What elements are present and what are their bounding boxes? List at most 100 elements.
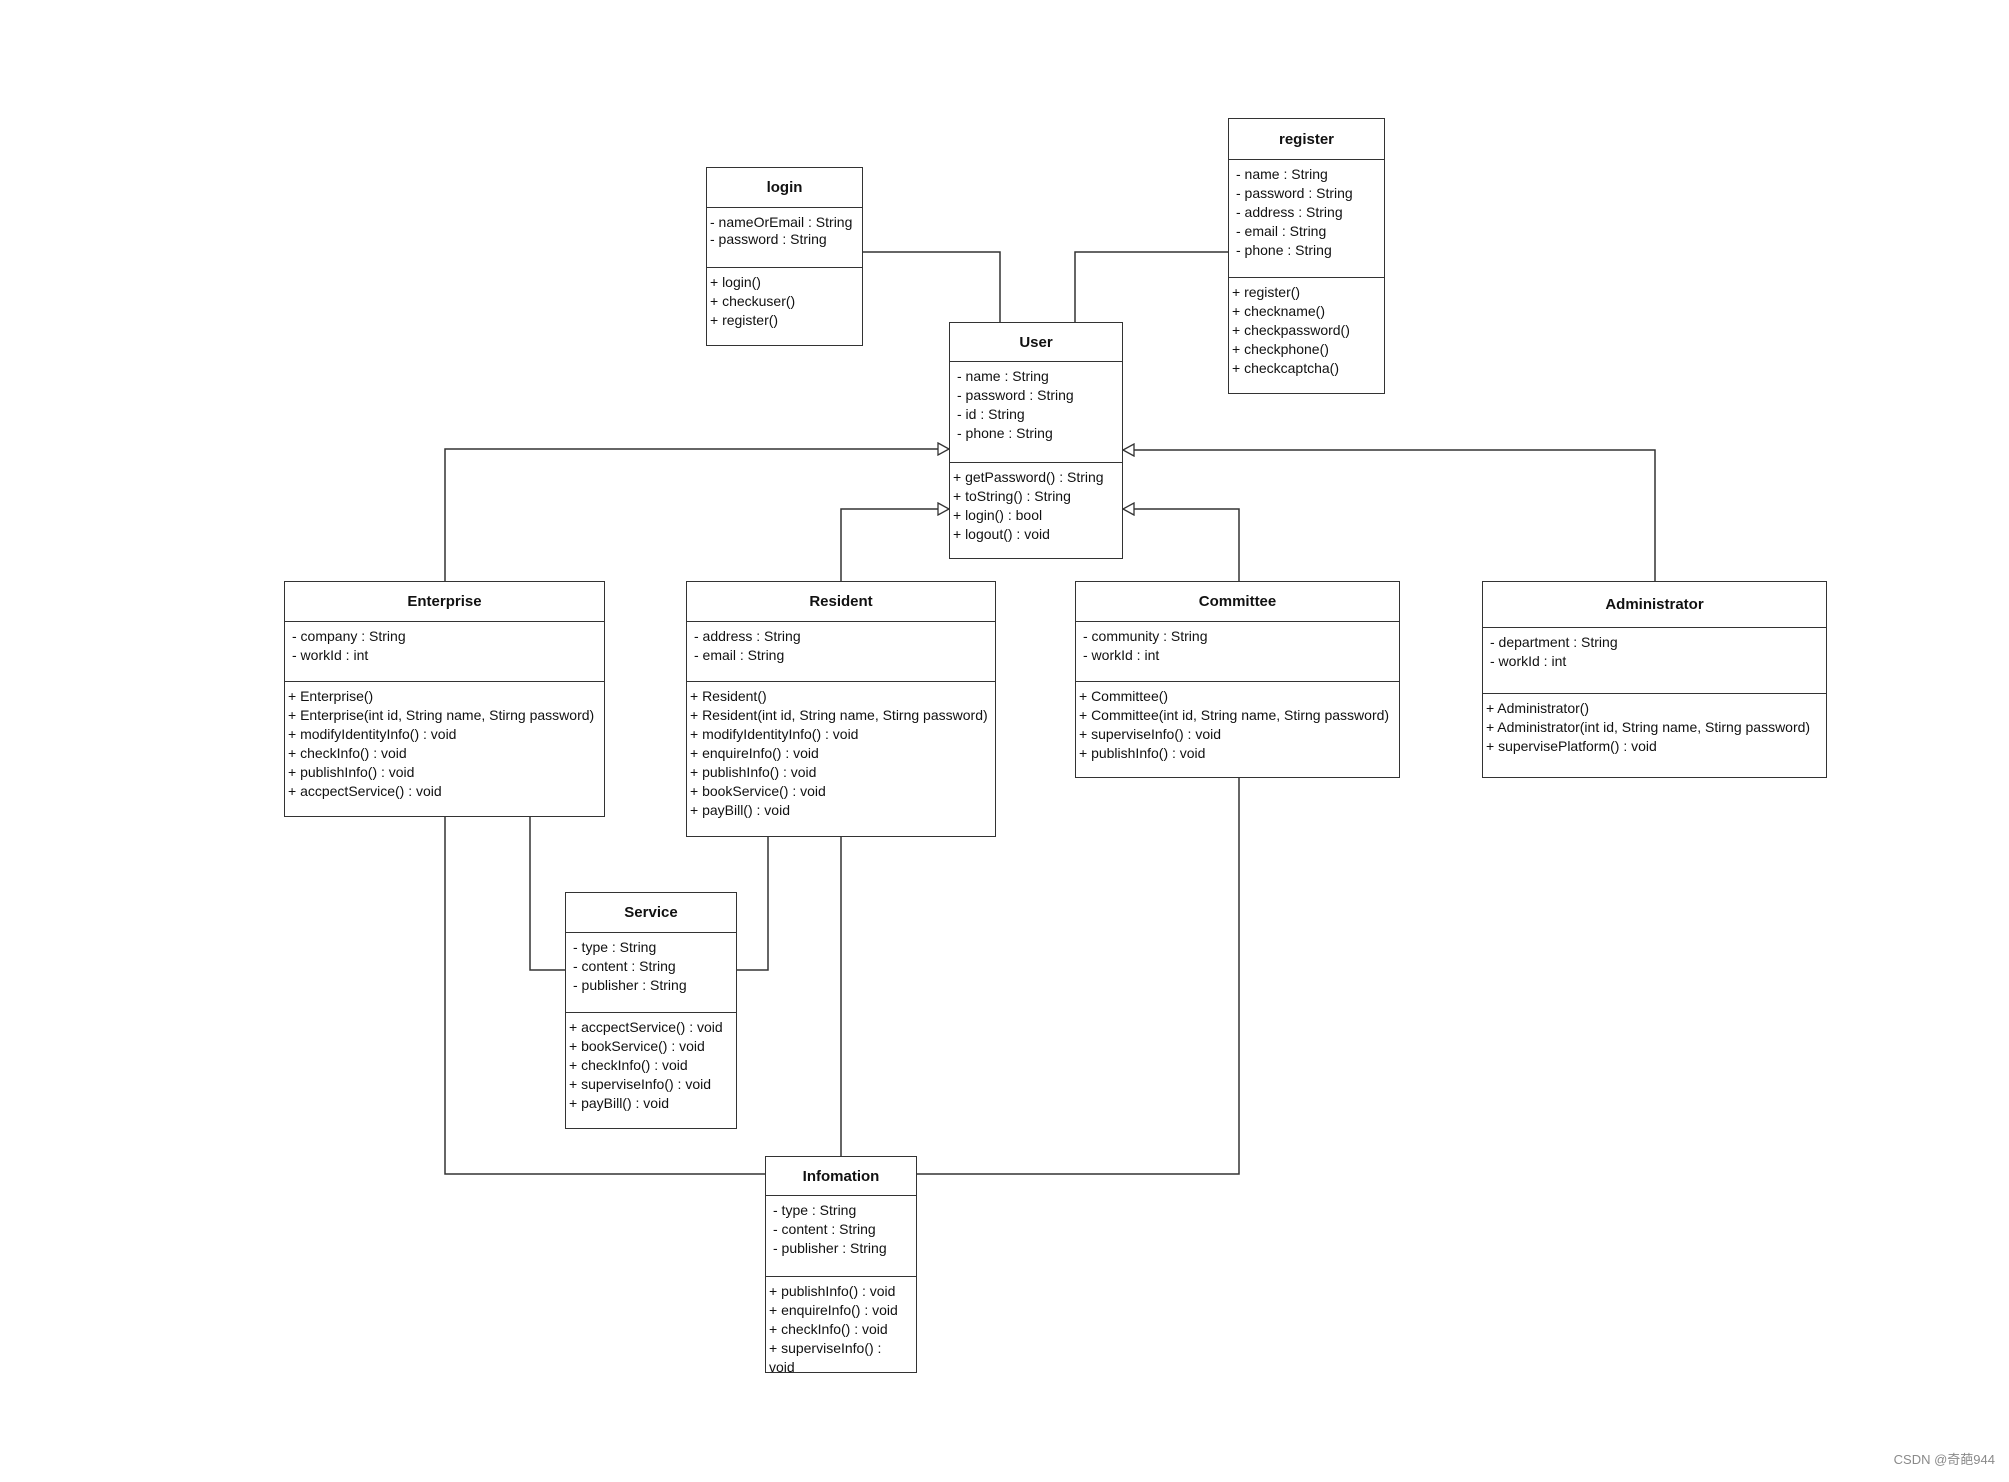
attribute: - workId : int (1083, 647, 1160, 663)
operation: + modifyIdentityInfo() : void (288, 726, 457, 742)
class-login-attributes: - nameOrEmail : String - password : Stri… (707, 208, 862, 268)
class-user-title: User (950, 323, 1122, 362)
operation: + checkpassword() (1232, 322, 1350, 338)
attribute: - publisher : String (773, 1240, 887, 1256)
class-resident-title: Resident (687, 582, 995, 622)
operation: + Committee() (1079, 688, 1169, 704)
operation: + accpectService() : void (569, 1019, 723, 1035)
generalization-resident-user (840, 509, 949, 581)
operation: + checkcaptcha() (1232, 360, 1339, 376)
class-administrator[interactable]: Administrator - department : String - wo… (1482, 581, 1827, 778)
class-service-title: Service (566, 893, 736, 933)
class-user[interactable]: User - name : String - password : String… (949, 322, 1123, 559)
generalization-administrator-user (1123, 450, 1656, 581)
operation: + supervisePlatform() : void (1486, 738, 1657, 754)
operation: + register() (710, 312, 779, 328)
class-service-attributes: - type : String - content : String - pub… (566, 933, 736, 1013)
operation: + payBill() : void (569, 1095, 669, 1111)
attribute: - password : String (1236, 185, 1353, 201)
operation: + superviseInfo() : void (769, 1340, 886, 1375)
class-resident[interactable]: Resident - address : String - email : St… (686, 581, 996, 837)
association-enterprise-infomation (444, 817, 765, 1175)
attribute: - email : String (694, 647, 785, 663)
attribute: - password : String (710, 231, 827, 247)
operation: + accpectService() : void (288, 783, 442, 799)
operation: + checkInfo() : void (769, 1321, 888, 1337)
operation: + logout() : void (953, 526, 1050, 542)
operation: + Resident() (690, 688, 767, 704)
attribute: - department : String (1490, 634, 1618, 650)
operation: + checkInfo() : void (569, 1057, 688, 1073)
class-infomation-title: Infomation (766, 1157, 916, 1196)
attribute: - name : String (1236, 166, 1328, 182)
operation: + enquireInfo() : void (690, 745, 819, 761)
operation: + Administrator(int id, String name, Sti… (1486, 719, 1811, 735)
attribute: - address : String (694, 628, 801, 644)
class-administrator-attributes: - department : String - workId : int (1483, 628, 1826, 694)
class-infomation-attributes: - type : String - content : String - pub… (766, 1196, 916, 1277)
operation: + toString() : String (953, 488, 1071, 504)
operation: + superviseInfo() : void (1079, 726, 1222, 742)
operation: + register() (1232, 284, 1301, 300)
association-login-user (861, 251, 1001, 322)
attribute: - community : String (1083, 628, 1208, 644)
operation: + Enterprise(int id, String name, Stirng… (288, 707, 595, 723)
class-register[interactable]: register - name : String - password : St… (1228, 118, 1385, 394)
generalization-enterprise-user (444, 449, 949, 581)
class-user-operations: + getPassword() : String + toString() : … (950, 463, 1122, 544)
class-administrator-title: Administrator (1483, 582, 1826, 628)
class-login[interactable]: login - nameOrEmail : String - password … (706, 167, 863, 346)
class-enterprise-operations: + Enterprise() + Enterprise(int id, Stri… (285, 682, 604, 801)
attribute: - type : String (573, 939, 657, 955)
attribute: - type : String (773, 1202, 857, 1218)
attribute: - address : String (1236, 204, 1343, 220)
operation: + Resident(int id, String name, Stirng p… (690, 707, 988, 723)
association-enterprise-service (529, 817, 565, 971)
operation: + getPassword() : String (953, 469, 1104, 485)
attribute: - password : String (957, 387, 1074, 403)
operation: + modifyIdentityInfo() : void (690, 726, 859, 742)
operation: + checkname() (1232, 303, 1325, 319)
attribute: - email : String (1236, 223, 1327, 239)
class-login-operations: + login() + checkuser() + register() (707, 268, 862, 330)
operation: + checkInfo() : void (288, 745, 407, 761)
operation: + checkuser() (710, 293, 796, 309)
operation: + enquireInfo() : void (769, 1302, 898, 1318)
class-committee[interactable]: Committee - community : String - workId … (1075, 581, 1400, 778)
attribute: - name : String (957, 368, 1049, 384)
association-committee-infomation (917, 778, 1240, 1175)
operation: + login() (710, 274, 761, 290)
attribute: - phone : String (1236, 242, 1332, 258)
association-resident-service (736, 837, 769, 971)
operation: + checkphone() (1232, 341, 1329, 357)
operation: + payBill() : void (690, 802, 790, 818)
generalization-committee-user (1123, 509, 1240, 581)
operation: + publishInfo() : void (690, 764, 817, 780)
operation: + bookService() : void (690, 783, 826, 799)
class-service-operations: + accpectService() : void + bookService(… (566, 1013, 736, 1113)
operation: + publishInfo() : void (288, 764, 415, 780)
operation: + login() : bool (953, 507, 1043, 523)
operation: + publishInfo() : void (769, 1283, 896, 1299)
class-infomation[interactable]: Infomation - type : String - content : S… (765, 1156, 917, 1375)
attribute: - nameOrEmail : String (710, 214, 853, 230)
attribute: - content : String (573, 958, 676, 974)
attribute: - publisher : String (573, 977, 687, 993)
watermark: CSDN @奇葩944 (1893, 1452, 1995, 1467)
class-login-title: login (707, 168, 862, 208)
attribute: - content : String (773, 1221, 876, 1237)
class-enterprise[interactable]: Enterprise - company : String - workId :… (284, 581, 605, 817)
class-enterprise-attributes: - company : String - workId : int (285, 622, 604, 682)
class-register-operations: + register() + checkname() + checkpasswo… (1229, 278, 1384, 378)
class-user-attributes: - name : String - password : String - id… (950, 362, 1122, 463)
operation: + publishInfo() : void (1079, 745, 1206, 761)
class-infomation-operations: + publishInfo() : void + enquireInfo() :… (766, 1277, 916, 1377)
attribute: - workId : int (1490, 653, 1567, 669)
association-register-user (1074, 251, 1228, 322)
operation: + Administrator() (1486, 700, 1590, 716)
class-service[interactable]: Service - type : String - content : Stri… (565, 892, 737, 1129)
class-committee-operations: + Committee() + Committee(int id, String… (1076, 682, 1399, 763)
class-resident-attributes: - address : String - email : String (687, 622, 995, 682)
operation: + bookService() : void (569, 1038, 705, 1054)
class-committee-attributes: - community : String - workId : int (1076, 622, 1399, 682)
